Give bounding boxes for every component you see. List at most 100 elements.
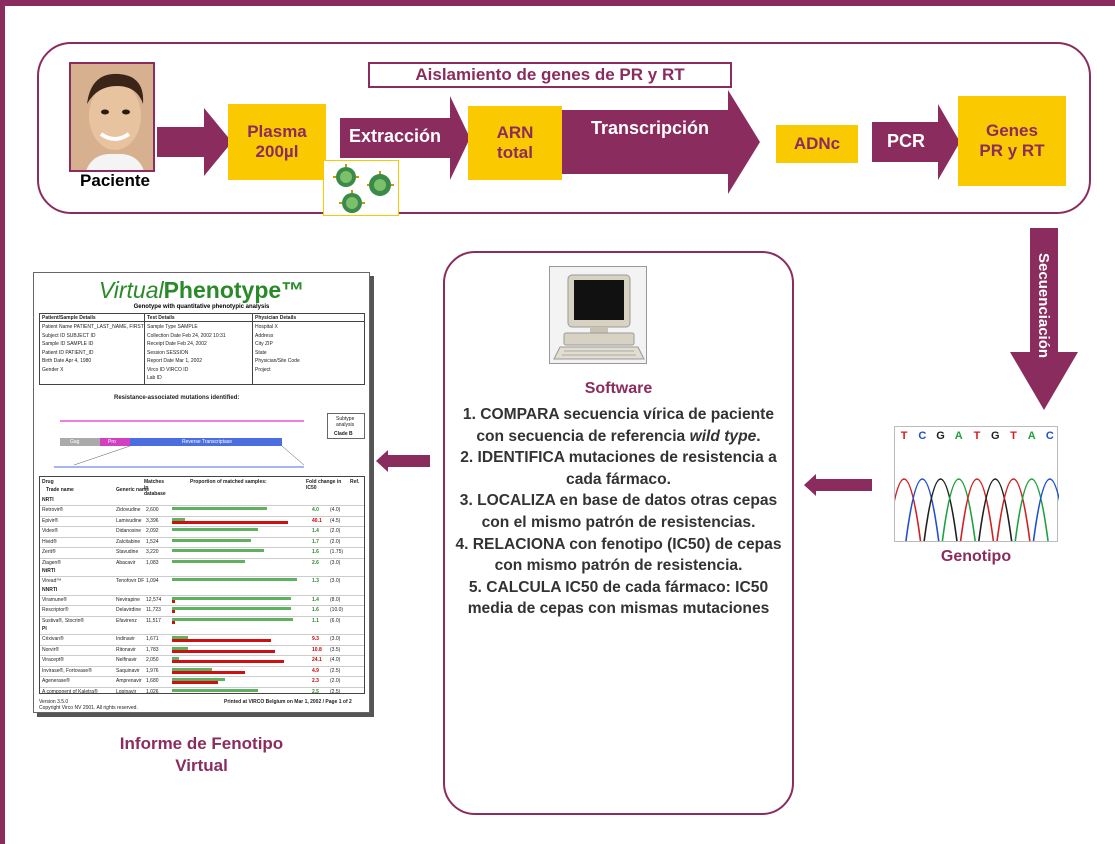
drug-cutoff: (4.0)	[330, 657, 341, 663]
report-subtitle: Genotype with quantitative phenotypic an…	[133, 304, 270, 310]
red-bar	[172, 639, 271, 642]
green-bar	[172, 517, 186, 521]
th-ref: Ref.	[350, 479, 360, 485]
drug-cutoff: (2.0)	[330, 678, 341, 684]
drug-cutoff: (8.0)	[330, 596, 341, 603]
drug-generic-name: Efavirenz	[116, 617, 137, 624]
physician-detail-line: Address	[255, 332, 274, 339]
green-bar	[172, 578, 298, 581]
drug-matches: 1,524	[146, 538, 159, 545]
patient-detail-line: Gender X	[42, 366, 64, 373]
drug-fold-change: 2.5	[312, 688, 319, 695]
drug-matches: 1,026	[146, 688, 159, 695]
test-detail-line: Receipt Date Feb 24, 2002	[147, 341, 207, 347]
drug-matches: 1,783	[146, 646, 159, 653]
th-fold: Fold change in IC50	[306, 479, 342, 491]
plasma-line-2: 200µl	[255, 142, 299, 161]
base-call: T	[1010, 430, 1017, 442]
red-bar	[172, 649, 275, 653]
drug-matches: 12,574	[146, 596, 162, 603]
drug-matches: 1,094	[146, 578, 159, 584]
drug-matches: 11,723	[146, 607, 161, 613]
footer-left-2: Copyright Virco NV 2001. All rights rese…	[39, 705, 138, 711]
drug-cutoff: (2.5)	[330, 667, 341, 674]
patient-photo	[69, 62, 155, 172]
drug-group-label: NRTI	[42, 497, 54, 503]
drug-matches: 1,976	[146, 667, 159, 674]
extraccion-label: Extracción	[348, 126, 442, 146]
report-caption-line-1: Informe de Fenotipo	[119, 734, 284, 753]
drug-group-label: PI	[42, 626, 47, 632]
virtual-phenotype-report: VirtualPhenotype™ Genotype with quantita…	[33, 272, 370, 713]
green-bar	[172, 549, 265, 552]
drug-generic-name: Zidovudine	[116, 507, 141, 513]
drug-generic-name: Lamivudine	[116, 517, 142, 524]
th-matches: Matches in database	[144, 479, 166, 497]
software-steps: 1. COMPARA secuencia vírica de paciente …	[455, 404, 782, 620]
gene-label-pro: Pro	[108, 439, 116, 445]
green-bar	[172, 646, 188, 650]
physician-detail-line: Hospital X	[255, 324, 278, 330]
green-bar	[172, 688, 258, 692]
section-header-patient: Patient/Sample Details	[42, 315, 96, 321]
green-bar	[172, 596, 291, 600]
plasma-line-1: Plasma	[247, 122, 307, 142]
step-4: 4. RELACIONA con fenotipo (IC50) de cepa…	[455, 535, 782, 575]
drug-cutoff: (1.75)	[330, 549, 344, 555]
virus-icon	[333, 164, 394, 213]
green-bar	[172, 507, 268, 510]
physician-detail-line: Project	[255, 366, 271, 373]
drug-trade-name: Epivir®	[42, 517, 59, 524]
drug-generic-name: Lopinavir	[116, 688, 137, 695]
patient-detail-line: Birth Date Apr 4, 1980	[42, 358, 92, 364]
drug-cutoff: (4.5)	[330, 517, 341, 524]
gene-label-gag: Gag	[70, 439, 80, 445]
drug-cutoff: (3.0)	[330, 636, 341, 642]
drug-trade-name: Agenerase®	[42, 678, 70, 684]
base-call: T	[974, 430, 981, 442]
drug-trade-name: Retrovir®	[42, 507, 64, 513]
green-bar	[172, 657, 179, 660]
step-1-end: .	[756, 427, 761, 445]
drug-cutoff: (3.5)	[330, 646, 341, 653]
report-details-grid: Patient/Sample Details Test Details Phys…	[39, 313, 365, 385]
report-caption-line-2: Virtual	[175, 756, 228, 775]
drug-trade-name: Crixivan®	[42, 636, 64, 642]
drug-fold-change: 40.1	[312, 517, 322, 524]
step-1: 1. COMPARA secuencia vírica de paciente …	[462, 406, 775, 445]
step-3: 3. LOCALIZA en base de datos otras cepas…	[459, 492, 778, 531]
test-detail-line: Collection Date Feb 24, 2002 10:31	[147, 332, 226, 339]
drug-generic-name: Ritonavir	[116, 646, 136, 653]
drug-cutoff: (2.0)	[330, 538, 341, 545]
base-call: C	[1046, 430, 1054, 442]
drug-trade-name: Hivid®	[42, 538, 57, 545]
green-bar	[172, 617, 294, 621]
trace-peak	[959, 478, 995, 542]
red-bar	[172, 660, 285, 663]
drug-fold-change: 1.7	[312, 538, 319, 545]
drug-generic-name: Tenofovir DF	[116, 578, 145, 584]
drug-generic-name: Nevirapine	[116, 596, 140, 603]
drug-trade-name: A component of Kaletra®	[42, 688, 98, 695]
base-call: T	[901, 430, 908, 442]
drug-matches: 2,092	[146, 528, 159, 534]
drug-fold-change: 4.0	[312, 507, 319, 513]
drug-fold-change: 1.3	[312, 578, 319, 584]
drug-fold-change: 24.1	[312, 657, 322, 663]
arn-line-2: total	[497, 143, 533, 162]
trace-peak	[978, 478, 1013, 542]
drug-matches: 1,671	[146, 636, 159, 642]
drug-generic-name: Abacavir	[116, 559, 136, 566]
drug-generic-name: Nelfinavir	[116, 657, 137, 663]
table-row: A component of Kaletra® Lopinavir 1,026 2.5…	[40, 686, 364, 695]
subtype-box: Subtype analysis Clade B	[327, 413, 365, 439]
